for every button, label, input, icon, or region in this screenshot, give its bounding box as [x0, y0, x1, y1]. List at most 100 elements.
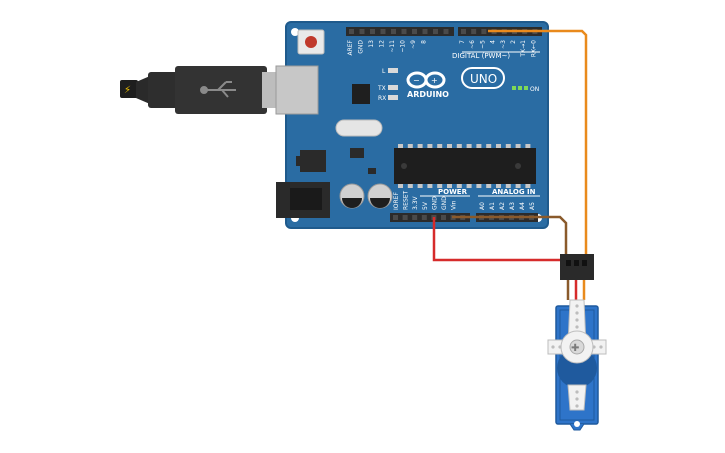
chip-pin	[466, 184, 472, 188]
header-hole[interactable]	[391, 29, 396, 34]
header-hole[interactable]	[401, 29, 407, 34]
pin-label: ~5	[479, 40, 486, 49]
microcontroller-chip	[394, 148, 536, 184]
led-rx	[388, 95, 398, 100]
power-jack-inner	[290, 188, 322, 210]
pin-label: AREF	[347, 39, 354, 55]
header-hole[interactable]	[441, 215, 446, 220]
pin-label: Vin	[451, 200, 458, 210]
pin-label: 2	[510, 40, 517, 44]
usb-chip	[352, 84, 370, 104]
header-hole[interactable]	[402, 215, 408, 220]
chip-pin	[496, 184, 501, 188]
power-header[interactable]	[390, 213, 470, 222]
header-hole[interactable]	[461, 29, 466, 34]
chip-dot	[515, 163, 521, 169]
pin-label: GND	[358, 40, 365, 54]
pin-label: GND	[441, 196, 448, 210]
usb-cable-boot	[148, 72, 178, 108]
servo-connector[interactable]	[560, 254, 594, 280]
pin-label: A4	[519, 202, 526, 210]
header-hole[interactable]	[359, 29, 365, 34]
signal-wire[interactable]	[488, 29, 588, 258]
pin-label: RX←0	[530, 40, 537, 57]
pin-label: A2	[499, 202, 506, 210]
led-rx-label: RX	[378, 95, 386, 102]
lightning-icon: ⚡	[124, 85, 131, 96]
pin-label: 13	[368, 40, 375, 48]
chip-pin	[437, 184, 443, 188]
model-label: UNO	[470, 72, 497, 86]
chip-pin	[515, 184, 521, 188]
usb-cable[interactable]: ⚡	[120, 66, 286, 114]
crystal	[335, 119, 383, 137]
led-tx	[388, 85, 398, 90]
on-led	[518, 86, 522, 90]
pin-label: 8	[421, 40, 428, 44]
screw-icon: ✚	[571, 343, 579, 354]
logo-minus: −	[413, 76, 420, 85]
pin-label: 4	[490, 40, 497, 44]
servo-motor[interactable]: ✚	[547, 299, 607, 431]
chip-pin	[398, 144, 403, 148]
header-hole[interactable]	[349, 29, 354, 34]
ground-wire[interactable]	[452, 215, 568, 258]
pin-label: A0	[479, 202, 486, 210]
chip-pin	[437, 144, 443, 148]
chip-pin	[407, 184, 413, 188]
chip-pin	[417, 144, 423, 148]
header-hole[interactable]	[481, 29, 487, 34]
capacitor	[339, 183, 365, 209]
header-hole[interactable]	[370, 29, 375, 34]
on-led	[512, 86, 516, 90]
chip-pin	[486, 144, 492, 148]
voltage-regulator	[300, 150, 326, 172]
brand-label: ARDUINO	[407, 90, 449, 99]
servo-mount-hole	[574, 421, 580, 427]
chip-pin	[427, 144, 433, 148]
chip-pin	[486, 184, 492, 188]
chip-pin	[417, 184, 423, 188]
pin-label: ~6	[469, 40, 476, 49]
chip-pin	[456, 184, 462, 188]
header-hole[interactable]	[380, 29, 386, 34]
digital-header-left[interactable]	[346, 27, 454, 36]
header-hole[interactable]	[471, 29, 477, 34]
pin-label: IOREF	[393, 192, 400, 210]
chip-pin	[447, 144, 452, 148]
digital-label: DIGITAL (PWM~)	[452, 52, 510, 60]
header-hole[interactable]	[421, 215, 427, 220]
pin-label: 12	[379, 40, 386, 48]
pin-label: A3	[509, 202, 516, 210]
power-wire[interactable]	[432, 217, 578, 262]
usb-port	[275, 65, 319, 115]
model-badge	[461, 67, 505, 89]
chip-pin	[525, 144, 531, 148]
led-tx-label: TX	[377, 85, 386, 92]
arduino-logo-icon	[406, 71, 446, 89]
pin-label: TX→1	[520, 40, 527, 58]
pin-label: 7	[459, 40, 466, 44]
header-hole[interactable]	[412, 215, 418, 220]
pin-label: 3.3V	[412, 195, 419, 210]
header-hole[interactable]	[412, 29, 417, 34]
header-hole[interactable]	[433, 29, 438, 34]
usb-cable-tip	[120, 80, 138, 98]
header-hole[interactable]	[393, 215, 398, 220]
led-l-label: L	[382, 68, 386, 75]
chip-notch	[401, 163, 407, 169]
header-hole[interactable]	[422, 29, 428, 34]
pin-label: GND	[431, 196, 438, 210]
pin-label: A1	[489, 202, 496, 210]
servo-horn[interactable]: ✚	[547, 299, 607, 411]
pin-label: ~11	[389, 40, 396, 53]
voltage-regulator-tab	[296, 156, 302, 166]
usb-cable-strain	[136, 76, 150, 104]
smd-component	[368, 168, 376, 174]
usb-icon	[200, 81, 236, 98]
chip-pin	[515, 144, 521, 148]
header-hole[interactable]	[443, 29, 449, 34]
reset-button[interactable]	[297, 29, 325, 55]
